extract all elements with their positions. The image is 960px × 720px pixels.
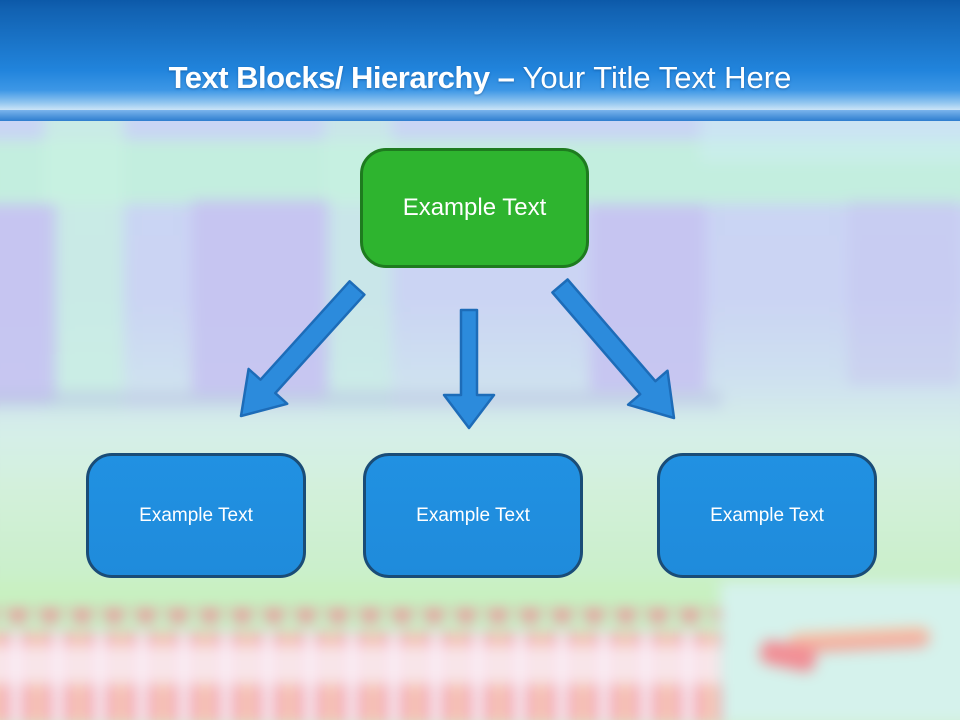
- page-title[interactable]: Text Blocks/ Hierarchy – Your Title Text…: [169, 62, 792, 110]
- background-window: [848, 200, 960, 386]
- background-radiator-highlight: [0, 646, 727, 684]
- background-radiator-top: [0, 610, 726, 636]
- title-bold-text: Text Blocks/ Hierarchy –: [168, 60, 523, 95]
- background-windowsill: [0, 390, 722, 408]
- child-text-block-3[interactable]: Example Text: [657, 453, 877, 578]
- background-wall-column: [44, 110, 124, 410]
- header-accent-band: [0, 110, 960, 121]
- title-regular-text: Your Title Text Here: [522, 60, 792, 95]
- child-text-block-2[interactable]: Example Text: [363, 453, 583, 578]
- child-text-label: Example Text: [416, 504, 530, 526]
- child-text-label: Example Text: [710, 504, 824, 526]
- child-text-label: Example Text: [139, 504, 253, 526]
- background-window: [590, 204, 706, 392]
- root-text-block[interactable]: Example Text: [360, 148, 589, 268]
- slide-header: Text Blocks/ Hierarchy – Your Title Text…: [0, 0, 960, 110]
- background-window: [192, 200, 328, 396]
- down-arrow[interactable]: [442, 308, 496, 430]
- down-right-arrow[interactable]: [551, 278, 676, 420]
- background-window: [0, 204, 56, 402]
- root-text-label: Example Text: [402, 194, 547, 221]
- child-text-block-1[interactable]: Example Text: [86, 453, 306, 578]
- down-left-arrow[interactable]: [239, 280, 366, 418]
